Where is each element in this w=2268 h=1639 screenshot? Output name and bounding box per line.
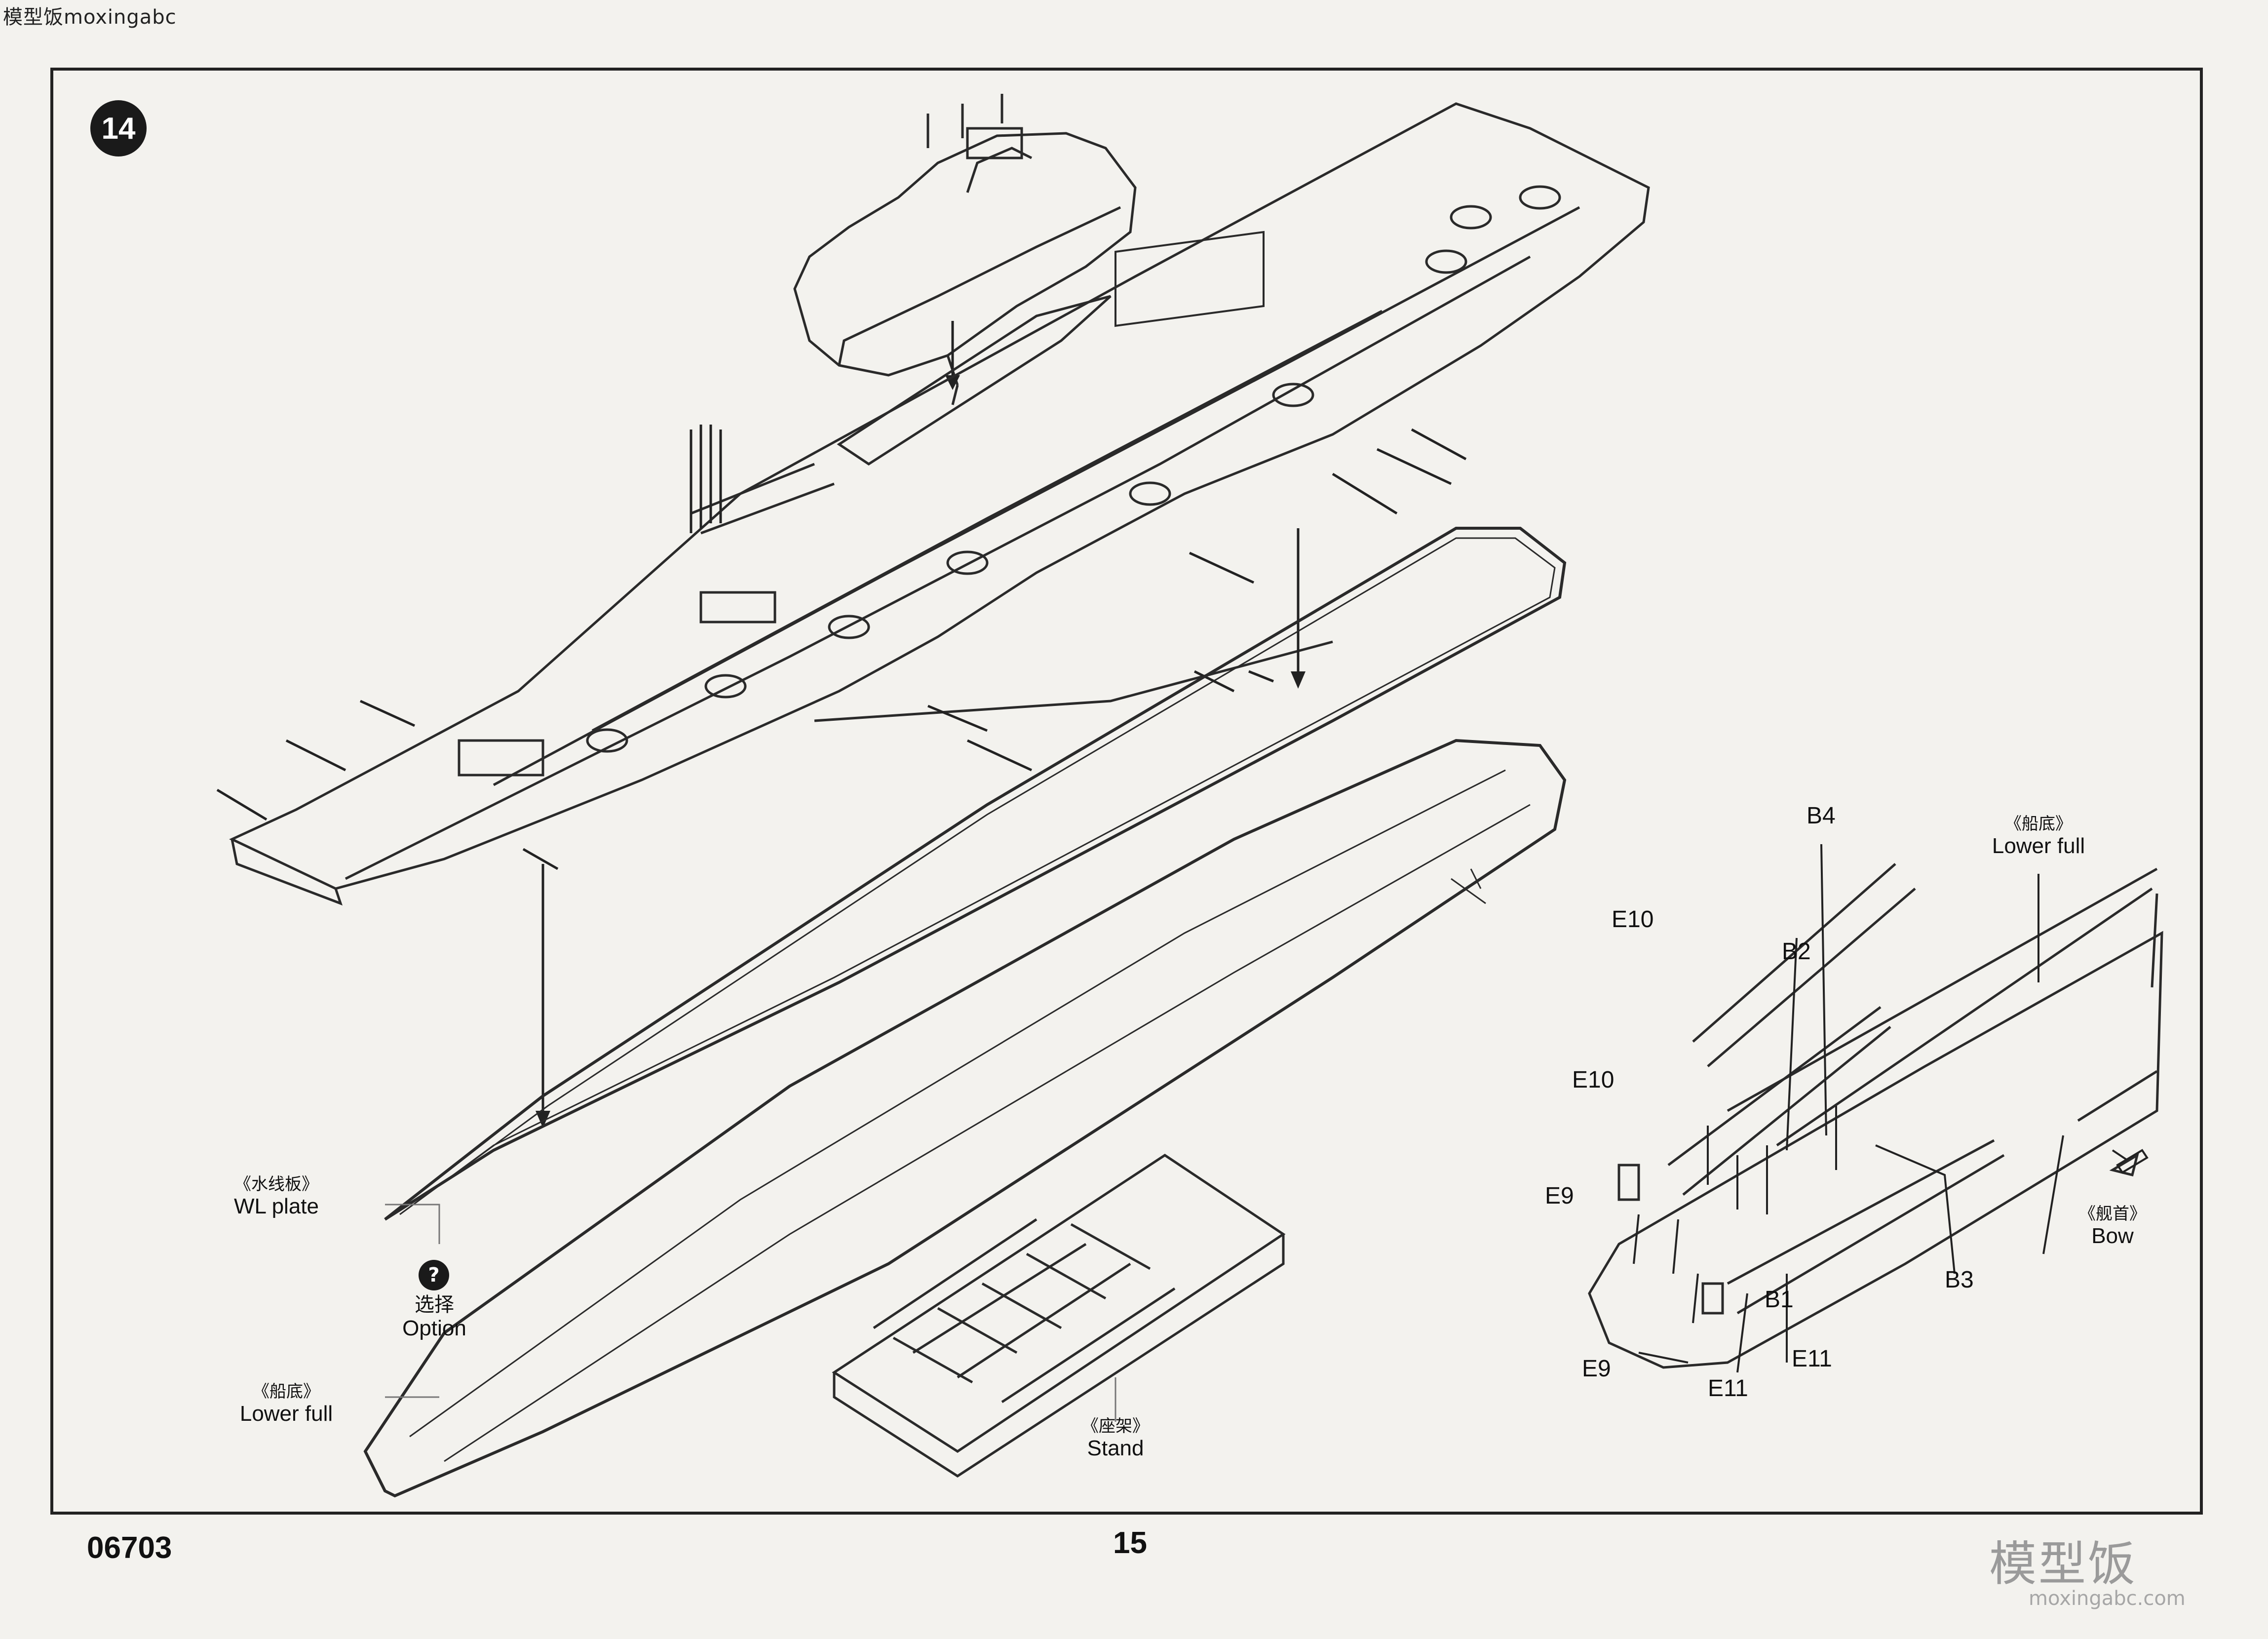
page-border xyxy=(50,68,2203,1515)
option-cn: 选择 xyxy=(415,1294,454,1316)
question-icon: ? xyxy=(419,1260,449,1290)
part-e9-top: E9 xyxy=(1545,1183,1574,1209)
top-watermark: 模型饭moxingabc xyxy=(3,6,177,29)
part-e11-right: E11 xyxy=(1792,1346,1832,1372)
deck-arrow-hull-head xyxy=(1291,671,1306,689)
wl-plate-en: WL plate xyxy=(233,1194,319,1219)
part-e11-left: E11 xyxy=(1708,1375,1748,1402)
stand-cn: 《座架》 xyxy=(1082,1417,1149,1436)
antennas xyxy=(690,425,722,533)
label-leaders xyxy=(385,1204,1116,1422)
stand xyxy=(832,1154,1286,1478)
page-number: 15 xyxy=(1113,1526,1147,1560)
part-e10-top: E10 xyxy=(1612,906,1654,933)
lower-hull-right-label: 《船底》 Lower full xyxy=(1974,815,2103,859)
wl-plate xyxy=(384,527,1567,1221)
bow-leaders xyxy=(1633,844,2064,1373)
part-e9-bottom: E9 xyxy=(1582,1356,1611,1382)
part-b1: B1 xyxy=(1765,1287,1794,1313)
part-b3: B3 xyxy=(1945,1267,1974,1293)
bow-direction-arrow xyxy=(2112,1149,2149,1174)
part-b2: B2 xyxy=(1782,938,1811,965)
bow-en: Bow xyxy=(2091,1224,2134,1249)
bow-detail xyxy=(1588,863,2163,1369)
site-logo: 模型饭 xyxy=(1989,1536,2137,1592)
kit-code: 06703 xyxy=(87,1531,172,1565)
deck-arrow-wl-head xyxy=(536,1111,550,1128)
lower-hull-right-en: Lower full xyxy=(1992,834,2085,859)
wl-plate-label: 《水线板》 WL plate xyxy=(212,1175,341,1219)
step-number-badge: 14 xyxy=(90,100,147,156)
bow-cn: 《舰首》 xyxy=(2079,1205,2146,1223)
lower-hull-right-cn: 《船底》 xyxy=(2005,815,2072,833)
lower-hull-left-en: Lower full xyxy=(239,1402,333,1426)
lower-hull-left-cn: 《船底》 xyxy=(253,1382,320,1401)
part-e10-mid: E10 xyxy=(1572,1067,1615,1093)
wl-plate-cn: 《水线板》 xyxy=(234,1175,318,1194)
island-superstructure xyxy=(793,94,1137,405)
side-pointers xyxy=(216,428,1467,870)
lower-hull xyxy=(363,739,1567,1498)
option-en: Option xyxy=(402,1316,466,1340)
deck xyxy=(229,102,1650,906)
part-b4: B4 xyxy=(1807,803,1836,829)
lower-hull-left-label: 《船底》 Lower full xyxy=(222,1382,350,1427)
bow-label: 《舰首》 Bow xyxy=(2063,1205,2162,1249)
stand-en: Stand xyxy=(1087,1436,1144,1461)
site-url: moxingabc.com xyxy=(2029,1587,2186,1610)
stand-label: 《座架》 Stand xyxy=(1056,1417,1175,1461)
option-label: 选择 Option xyxy=(390,1293,479,1341)
